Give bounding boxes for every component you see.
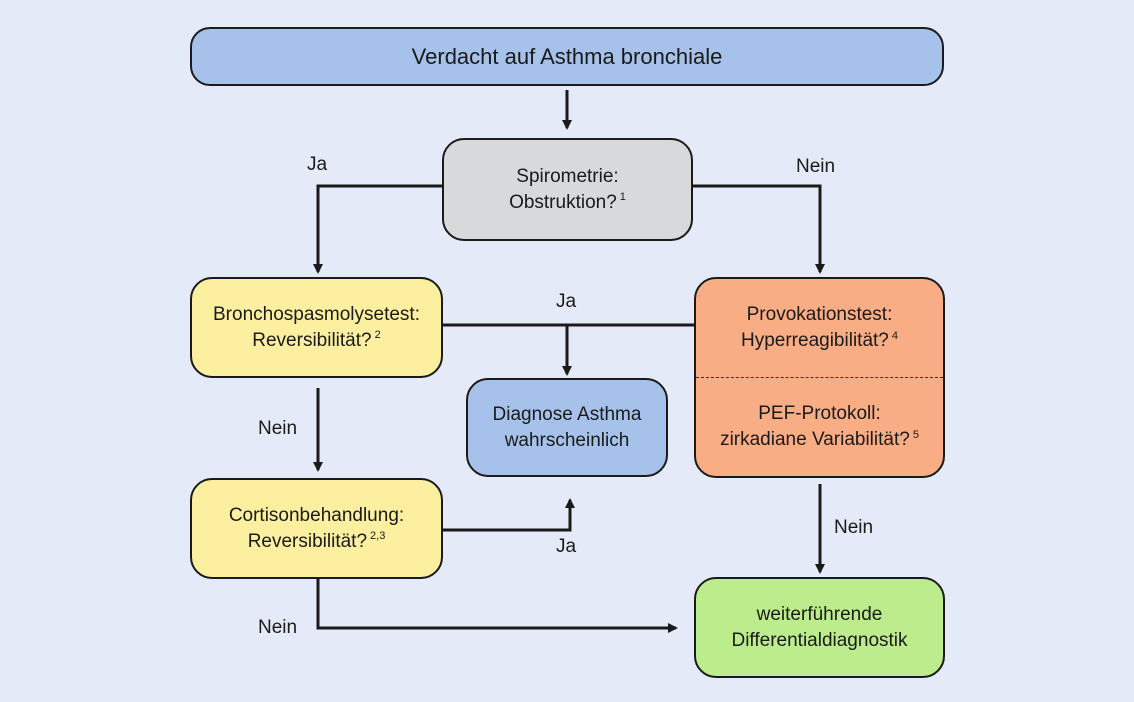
- cortison-line1: Cortisonbehandlung:: [228, 504, 405, 526]
- pef-line1: PEF-Protokoll:: [758, 403, 881, 424]
- pef-line2: zirkadiane Variabilität?: [720, 429, 910, 450]
- cortison-line2: Reversibilität?: [247, 530, 368, 552]
- label-provokation-nein: Nein: [834, 517, 874, 538]
- weiter-line2: Differentialdiagnostik: [731, 629, 908, 651]
- broncho-line2: Reversibilität?: [252, 329, 372, 351]
- spirometrie-line2: Obstruktion?: [509, 191, 617, 213]
- label-cortison-ja: Ja: [556, 536, 577, 557]
- pef-footnote: 5: [912, 428, 919, 441]
- spirometrie-node: Spirometrie: Obstruktion?1: [442, 138, 693, 241]
- spirometrie-line2-wrap: Obstruktion?1: [509, 190, 626, 216]
- provokation-line1: Provokationstest:: [746, 304, 893, 325]
- label-broncho-nein: Nein: [258, 418, 298, 439]
- spirometrie-line1: Spirometrie:: [516, 165, 619, 187]
- diagnose-line2: wahrscheinlich: [504, 429, 630, 451]
- start-node-label: Verdacht auf Asthma bronchiale: [411, 43, 723, 69]
- arrow-cortison-ja: [442, 498, 575, 532]
- cortison-footnote: 2,3: [370, 530, 386, 543]
- bronchospasmolyse-node: Bronchospasmolysetest: Reversibilität?2: [190, 277, 443, 378]
- arrow-cortison-nein: [316, 576, 678, 633]
- weiter-line1: weiterführende: [756, 603, 883, 625]
- cortison-line2-wrap: Reversibilität?2,3: [248, 529, 386, 555]
- provokation-footnote: 4: [891, 329, 898, 342]
- label-spiro-ja: Ja: [307, 154, 328, 175]
- label-spiro-nein: Nein: [796, 156, 836, 177]
- arrow-spirometrie-nein: [692, 184, 825, 274]
- diagnose-node: Diagnose Asthma wahrscheinlich: [466, 378, 668, 477]
- provokation-section: Provokationstest: Hyperreagibilität?4: [696, 279, 943, 377]
- provokation-line2-wrap: Hyperreagibilität?4: [741, 328, 898, 354]
- broncho-footnote: 2: [374, 329, 381, 342]
- spirometrie-footnote: 1: [619, 191, 626, 204]
- broncho-line1: Bronchospasmolysetest:: [213, 303, 420, 325]
- diagnose-line1: Diagnose Asthma: [492, 403, 642, 425]
- provokation-pef-node: Provokationstest: Hyperreagibilität?4 PE…: [694, 277, 945, 478]
- cortison-node: Cortisonbehandlung: Reversibilität?2,3: [190, 478, 443, 579]
- start-node: Verdacht auf Asthma bronchiale: [190, 27, 944, 86]
- arrow-spirometrie-ja: [313, 184, 443, 274]
- provokation-line2: Hyperreagibilität?: [741, 330, 889, 351]
- label-cortison-nein: Nein: [258, 617, 298, 638]
- dashed-divider: [696, 377, 943, 378]
- pef-section: PEF-Protokoll: zirkadiane Variabilität?5: [696, 378, 943, 476]
- broncho-line2-wrap: Reversibilität?2: [252, 328, 380, 354]
- label-broncho-ja: Ja: [556, 291, 577, 312]
- pef-line2-wrap: zirkadiane Variabilität?5: [720, 427, 919, 453]
- differentialdiagnostik-node: weiterführende Differentialdiagnostik: [694, 577, 945, 678]
